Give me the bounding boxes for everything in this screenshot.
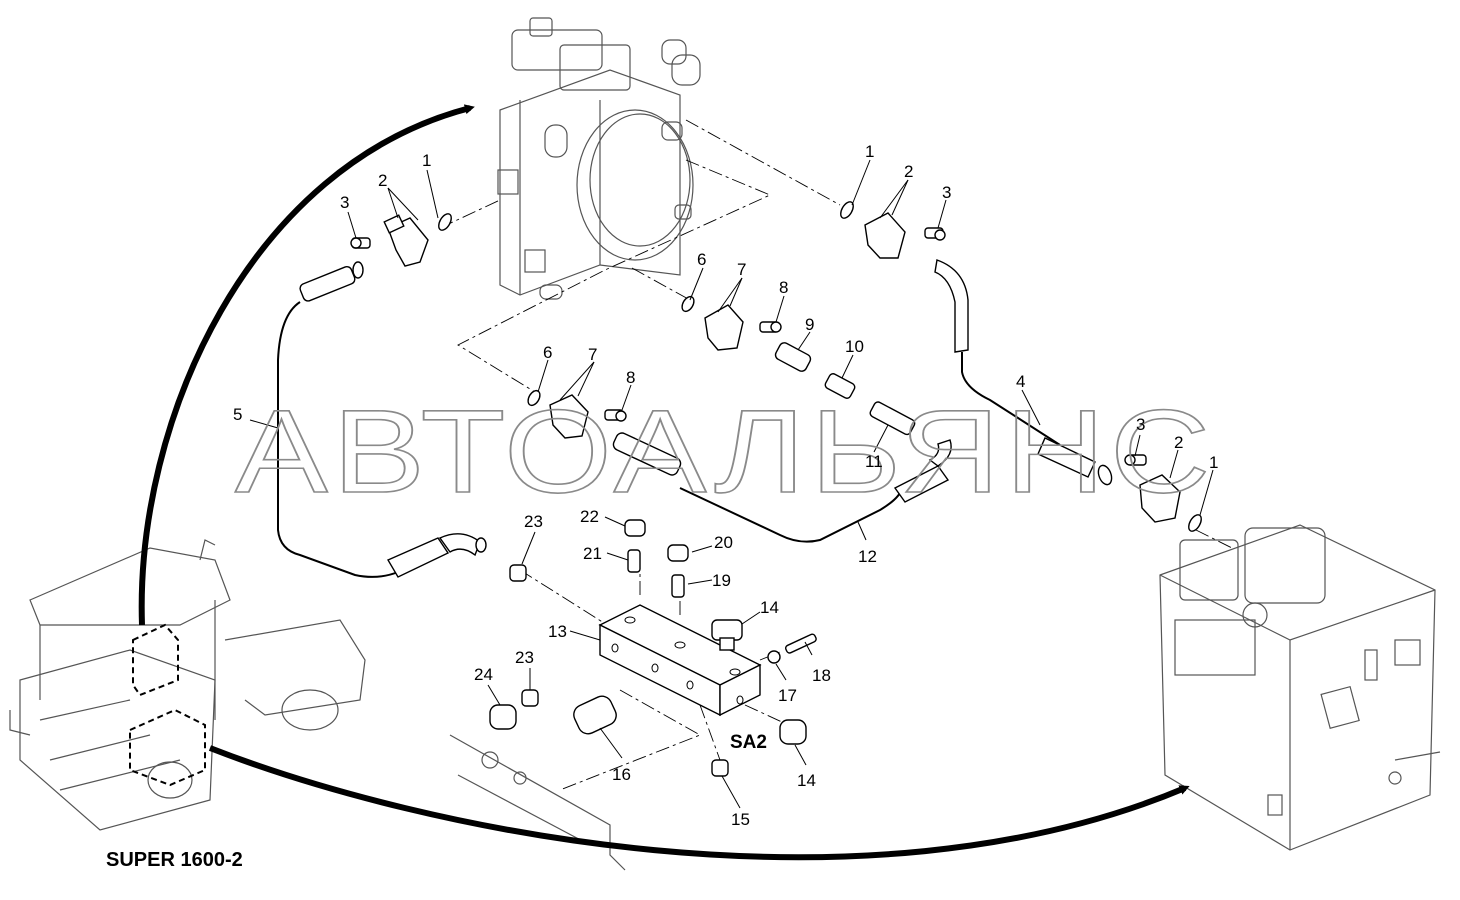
leader-lines [249, 159, 1214, 809]
paver-machine [9, 539, 366, 831]
curved-arrow-icon [138, 104, 475, 626]
cooler-assembly [497, 17, 701, 300]
callout-label: 8 [626, 368, 635, 387]
callout-label: 24 [474, 665, 493, 684]
block-label: SA2 [730, 732, 767, 753]
callout-label: 23 [524, 512, 543, 531]
frame-outline [449, 734, 626, 871]
callout-label: 19 [712, 571, 731, 590]
callout-label: 12 [858, 547, 877, 566]
callout-label: 15 [731, 810, 750, 829]
callout-label: 1 [865, 142, 874, 161]
right-lower-flange-set [1124, 454, 1202, 532]
center-fittings [527, 295, 916, 476]
callout-label: 20 [714, 533, 733, 552]
callout-label: 14 [797, 771, 816, 790]
callout-label: 22 [580, 507, 599, 526]
watermark: АВТОАЛЬЯНС [235, 386, 1215, 518]
callout-label: 17 [778, 686, 797, 705]
callout-label: 8 [779, 278, 788, 297]
callout-label: 11 [865, 452, 883, 471]
callout-label: 1 [1209, 453, 1218, 472]
callout-label: 3 [340, 193, 349, 212]
callout-label: 13 [548, 622, 567, 641]
callout-label: 4 [1016, 372, 1025, 391]
callout-label: 21 [583, 544, 602, 563]
callout-label: 2 [378, 171, 387, 190]
hoses [277, 301, 1113, 578]
callout-label: 16 [612, 765, 631, 784]
callout-label: 10 [845, 337, 864, 356]
alignment-lines [439, 119, 1233, 791]
callout-label: 7 [737, 260, 746, 279]
callouts: 1 2 3 1 2 3 6 7 8 9 10 6 7 8 4 5 11 3 2 … [233, 142, 1218, 829]
left-flange-set [299, 213, 452, 302]
callout-label: 1 [422, 151, 431, 170]
callout-label: 3 [1136, 415, 1145, 434]
callout-label: 6 [697, 250, 706, 269]
location-boxes [129, 623, 206, 787]
callout-label: 7 [588, 345, 597, 364]
curved-arrow-icon-lower [208, 745, 1190, 861]
callout-label: 14 [760, 598, 779, 617]
model-label: SUPER 1600-2 [106, 849, 243, 871]
right-top-flange-set [840, 201, 969, 353]
callout-label: 3 [942, 183, 951, 202]
callout-label: 6 [543, 343, 552, 362]
callout-label: 2 [1174, 433, 1183, 452]
callout-label: 9 [805, 315, 814, 334]
hydraulic-tank [1159, 524, 1441, 851]
callout-label: 2 [904, 162, 913, 181]
callout-label: 18 [812, 666, 831, 685]
callout-label: 23 [515, 648, 534, 667]
callout-label: 5 [233, 405, 242, 424]
valve-block [489, 519, 817, 777]
